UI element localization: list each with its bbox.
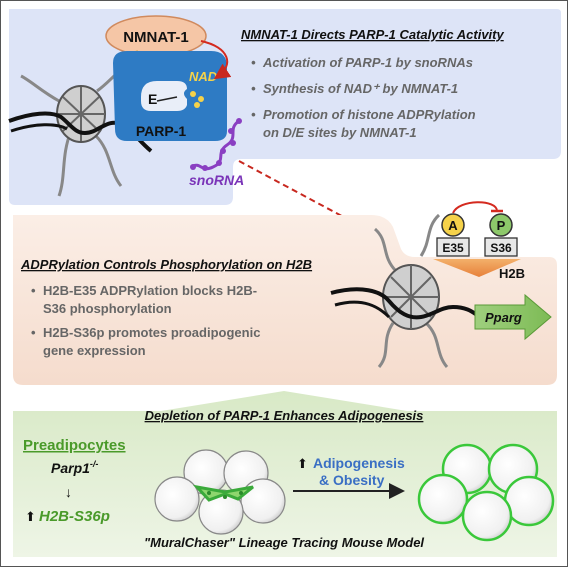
genotype-label: Parp1-/- (51, 459, 98, 476)
nad-dot (198, 96, 204, 102)
arrow-down-icon: ↓ (65, 484, 72, 500)
s36-box (484, 237, 518, 257)
up-arrow-icon: ⬆ (297, 456, 308, 471)
outcome-line-2: & Obesity (319, 472, 385, 488)
bottom-panel-title: Depletion of PARP-1 Enhances Adipogenesi… (145, 408, 424, 423)
parp1-enzyme: E PARP-1 (113, 51, 227, 141)
top-panel: NMNAT-1 E PARP-1 NAD⁺ snoRNA (8, 9, 561, 205)
residue-label: E (148, 91, 157, 107)
inhibition-arrow (452, 201, 498, 214)
cell-icon (154, 476, 200, 522)
p-label: P (497, 218, 506, 233)
preadipocytes-label: Preadipocytes (23, 437, 126, 454)
mid-bullet-1: H2B-E35 ADPRylation blocks H2B- (43, 283, 257, 298)
nad-dot (194, 102, 200, 108)
mid-bullet-2b: gene expression (43, 343, 146, 358)
a-label: A (448, 218, 458, 233)
h2b-s36p-label: H2B-S36p (39, 508, 110, 525)
nmnat-enzyme: NMNAT-1 (105, 15, 207, 57)
top-panel-title: NMNAT-1 Directs PARP-1 Catalytic Activit… (241, 27, 504, 42)
top-bullet-2: Synthesis of NAD⁺ by NMNAT-1 (263, 81, 458, 96)
bottom-panel: Depletion of PARP-1 Enhances Adipogenesi… (13, 391, 557, 557)
mid-bullet-2: H2B-S36p promotes proadipogenic (43, 325, 260, 340)
phospho-circle (489, 213, 513, 237)
top-bullet-1: Activation of PARP-1 by snoRNAs (262, 55, 473, 70)
middle-panel: ADPRylation Controls Phosphorylation on … (13, 201, 557, 385)
snorna-label: snoRNA (189, 172, 244, 188)
h2b-label: H2B (499, 266, 525, 281)
nad-label: NAD⁺ (189, 69, 226, 84)
bullet-dot: • (251, 81, 256, 96)
e35-box (436, 237, 470, 257)
cell-icon (503, 475, 555, 527)
e35-label: E35 (442, 241, 464, 255)
cell-icon (461, 490, 513, 542)
nucleosome-icon (330, 213, 482, 368)
gene-arrow-icon (474, 293, 552, 341)
mid-bullet-1b: S36 phosphorylation (43, 301, 172, 316)
nmnat-label: NMNAT-1 (123, 29, 189, 46)
adpr-circle (441, 213, 465, 237)
cell-icon (417, 473, 469, 525)
top-bullet-3b: on D/E sites by NMNAT-1 (263, 125, 417, 140)
parp-label: PARP-1 (136, 123, 187, 139)
mural-cell-network (192, 484, 254, 502)
adipocyte-cluster (417, 443, 555, 542)
synthesis-arrow (200, 40, 232, 80)
outcome-line-1: Adipogenesis (313, 455, 405, 471)
h2b-tail-wedge (433, 259, 521, 277)
cell-icon (240, 478, 286, 524)
rna-icon (190, 118, 242, 171)
gene-label: Pparg (485, 310, 522, 325)
up-arrow-icon: ⬆ (25, 509, 36, 524)
bullet-dot: • (251, 55, 256, 70)
bullet-dot: • (31, 325, 36, 340)
s36-label: S36 (490, 241, 512, 255)
top-bullet-3: Promotion of histone ADPRylation (263, 107, 476, 122)
footer-caption: "MuralChaser" Lineage Tracing Mouse Mode… (144, 535, 424, 550)
preadipocyte-cluster (154, 449, 286, 535)
bullet-dot: • (31, 283, 36, 298)
bullet-dot: • (251, 107, 256, 122)
nad-dot (190, 91, 196, 97)
middle-panel-title: ADPRylation Controls Phosphorylation on … (20, 257, 312, 272)
